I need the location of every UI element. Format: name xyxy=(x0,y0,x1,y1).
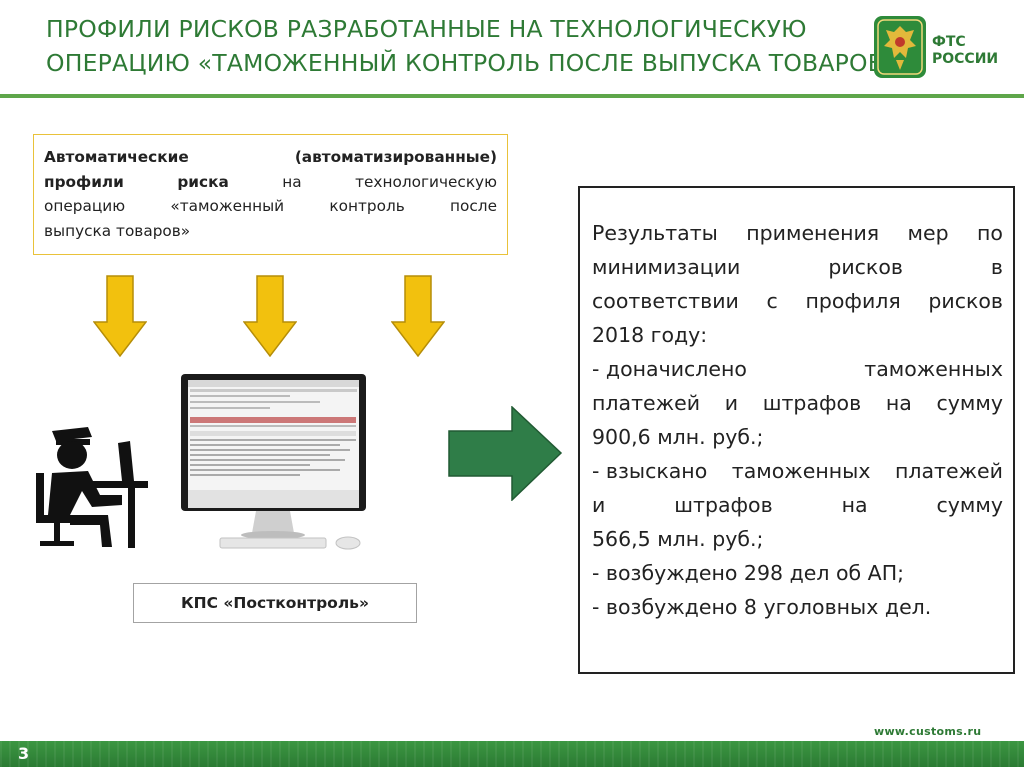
results-word: штрафов xyxy=(762,391,862,415)
footer-pattern xyxy=(0,741,1024,767)
profile-line-1: Автоматические (автоматизированные) xyxy=(44,145,497,170)
system-label-box: КПС «Постконтроль» xyxy=(133,583,417,623)
page-title: ПРОФИЛИ РИСКОВ РАЗРАБОТАННЫЕ НА ТЕХНОЛОГ… xyxy=(46,12,899,80)
results-word: - доначислено xyxy=(592,357,747,381)
results-word: Результаты xyxy=(592,221,718,245)
results-word: рисков xyxy=(928,289,1003,313)
results-word: на xyxy=(841,493,868,517)
profile-word: контроль xyxy=(329,197,405,215)
results-line: - доначислено таможенных xyxy=(592,352,1003,386)
risk-profiles-box: Автоматические (автоматизированные) проф… xyxy=(33,134,508,255)
profile-word: операцию xyxy=(44,197,126,215)
results-line: - возбуждено 298 дел об АП; xyxy=(592,561,905,585)
website-link[interactable]: www.customs.ru xyxy=(874,725,982,738)
results-word: и xyxy=(592,493,606,517)
arrow-down-icon xyxy=(93,275,147,357)
emblem-icon xyxy=(874,16,926,78)
results-line: минимизации рисков в xyxy=(592,250,1003,284)
profile-word: технологическую xyxy=(355,172,497,191)
results-line: и штрафов на сумму xyxy=(592,488,1003,522)
arrow-right-icon xyxy=(448,406,563,501)
results-line: 2018 году: xyxy=(592,323,708,347)
results-word: таможенных xyxy=(731,459,871,483)
results-word: таможенных xyxy=(864,357,1003,381)
results-word: применения xyxy=(746,221,880,245)
results-word: мер xyxy=(907,221,949,245)
profile-word: (автоматизированные) xyxy=(294,148,497,166)
profile-word: риска xyxy=(177,172,229,191)
results-word: с xyxy=(766,289,778,313)
results-word: в xyxy=(990,255,1003,279)
results-word: рисков xyxy=(828,255,903,279)
profile-line-2: профили риска на технологическую xyxy=(44,170,497,195)
profile-word: после xyxy=(450,197,497,215)
profile-word: Автоматические xyxy=(44,148,189,166)
results-line: 900,6 млн. руб.; xyxy=(592,425,764,449)
results-line: 566,5 млн. руб.; xyxy=(592,527,764,551)
results-word: и xyxy=(724,391,739,415)
header-divider xyxy=(0,94,1024,98)
monitor-icon xyxy=(181,374,366,550)
results-word: сумму xyxy=(936,391,1003,415)
results-line: платежей и штрафов на сумму xyxy=(592,386,1003,420)
results-word: штрафов xyxy=(674,493,773,517)
footer-bar xyxy=(0,741,1024,767)
logo-text: ФТС РОССИИ xyxy=(932,34,998,68)
profile-line-4: выпуска товаров» xyxy=(44,221,191,240)
results-line: соответствии с профиля рисков xyxy=(592,284,1003,318)
logo-line-2: РОССИИ xyxy=(932,51,999,67)
arrow-down-icon xyxy=(391,275,445,357)
results-word: по xyxy=(977,221,1003,245)
page-number: 3 xyxy=(18,744,30,763)
profile-word: на xyxy=(282,172,302,191)
results-line: - взыскано таможенных платежей xyxy=(592,454,1003,488)
customs-officer-icon xyxy=(36,427,148,548)
title-line-2: ОПЕРАЦИЮ «ТАМОЖЕННЫЙ КОНТРОЛЬ ПОСЛЕ ВЫПУ… xyxy=(46,49,899,77)
profile-line-3: операцию «таможенный контроль после xyxy=(44,194,497,219)
title-line-1: ПРОФИЛИ РИСКОВ РАЗРАБОТАННЫЕ НА ТЕХНОЛОГ… xyxy=(46,15,807,43)
results-word: платежей xyxy=(592,391,701,415)
arrow-down-icon xyxy=(243,275,297,357)
results-word: - взыскано xyxy=(592,459,708,483)
results-word: минимизации xyxy=(592,255,741,279)
profile-word: «таможенный xyxy=(170,197,285,215)
results-line: Результаты применения мер по xyxy=(592,216,1003,250)
results-word: профиля xyxy=(805,289,901,313)
results-word: соответствии xyxy=(592,289,739,313)
logo-line-1: ФТС xyxy=(932,34,966,50)
profile-word: профили xyxy=(44,172,124,191)
results-box: Результаты применения мер по минимизации… xyxy=(578,186,1015,674)
results-word: сумму xyxy=(936,493,1003,517)
results-word: на xyxy=(885,391,912,415)
results-line: - возбуждено 8 уголовных дел. xyxy=(592,595,932,619)
system-label: КПС «Постконтроль» xyxy=(181,594,369,612)
results-word: платежей xyxy=(894,459,1003,483)
